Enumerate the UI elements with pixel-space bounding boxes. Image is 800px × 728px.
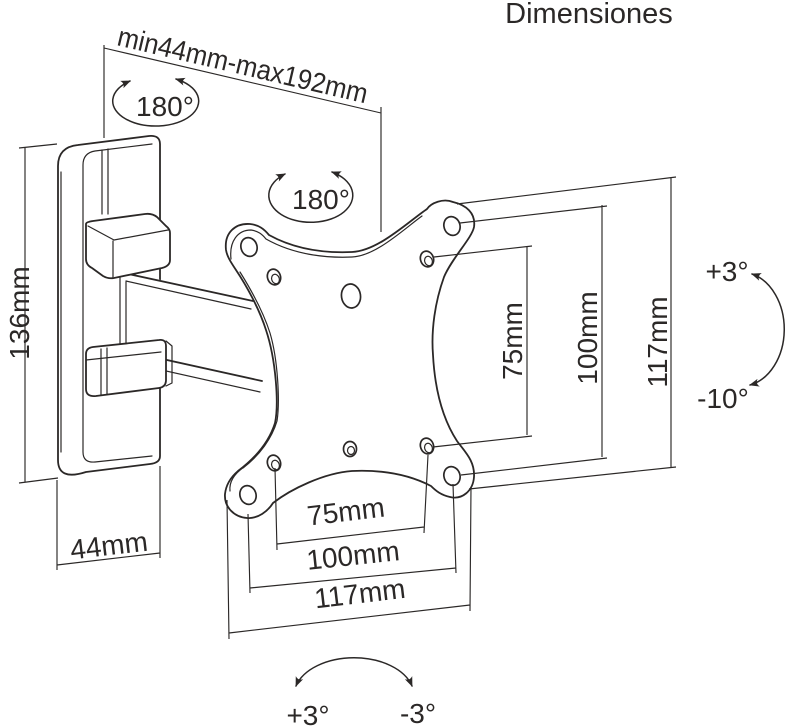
label-rotation-right: -3° (400, 698, 436, 728)
label-wall-plate-height: 136mm (4, 266, 35, 359)
label-vesa-width-100: 100mm (305, 535, 401, 576)
vesa75-hole-bottom-left (266, 454, 282, 472)
vesa-plate-thickness-corner (229, 466, 245, 492)
swivel-arrow-plate (268, 171, 354, 224)
bottom-small-hole (342, 440, 358, 458)
center-hole (340, 283, 362, 309)
wall-plate-channel-bottom (100, 347, 108, 396)
wall-plate-channel-top (101, 148, 109, 215)
vesa75-hole-top-right (419, 250, 435, 268)
vesa-plate-thickness-left (239, 271, 279, 469)
wall-plate-bevel (82, 143, 153, 463)
dim-vesa-vertical (432, 176, 677, 490)
label-tilt-up: +3° (705, 256, 748, 287)
label-vesa-height-75: 75mm (497, 302, 528, 380)
dim-wall-plate-width (56, 466, 161, 570)
dim-arm-extension (103, 45, 382, 232)
label-vesa-height-100: 100mm (572, 291, 603, 384)
corner-hole-top-left (239, 236, 259, 258)
label-tilt-down: -10° (697, 383, 749, 414)
vesa-plate-thickness-top (230, 215, 423, 260)
label-wall-plate-width: 44mm (68, 526, 149, 566)
lower-clamp (85, 338, 173, 398)
label-rotation-left: +3° (286, 700, 329, 728)
label-wall-swivel: 180° (136, 91, 194, 122)
hinge-block (85, 212, 171, 280)
rotation-arrow (295, 657, 413, 687)
vesa75-hole-bottom-right (419, 437, 435, 455)
corner-hole-bottom-right (442, 465, 462, 487)
tilt-arrow (749, 273, 785, 387)
label-vesa-width-75: 75mm (305, 492, 386, 532)
vesa-plate (224, 199, 476, 519)
label-plate-swivel: 180° (292, 184, 350, 215)
corner-hole-top-right (442, 215, 462, 237)
vesa75-hole-top-left (266, 268, 282, 286)
label-plate-height-117: 117mm (642, 296, 673, 387)
swivel-arrow-wall (112, 77, 200, 127)
dim-vesa-horizontal (226, 454, 472, 640)
label-plate-width-117: 117mm (313, 573, 407, 615)
corner-hole-bottom-left (238, 484, 258, 506)
vesa-holes (238, 215, 462, 506)
dim-wall-plate-height (18, 143, 59, 484)
drawing-root: Dimensiones min44mm-max192mm 180° 180° 1… (4, 0, 785, 728)
page-title: Dimensiones (505, 0, 673, 30)
